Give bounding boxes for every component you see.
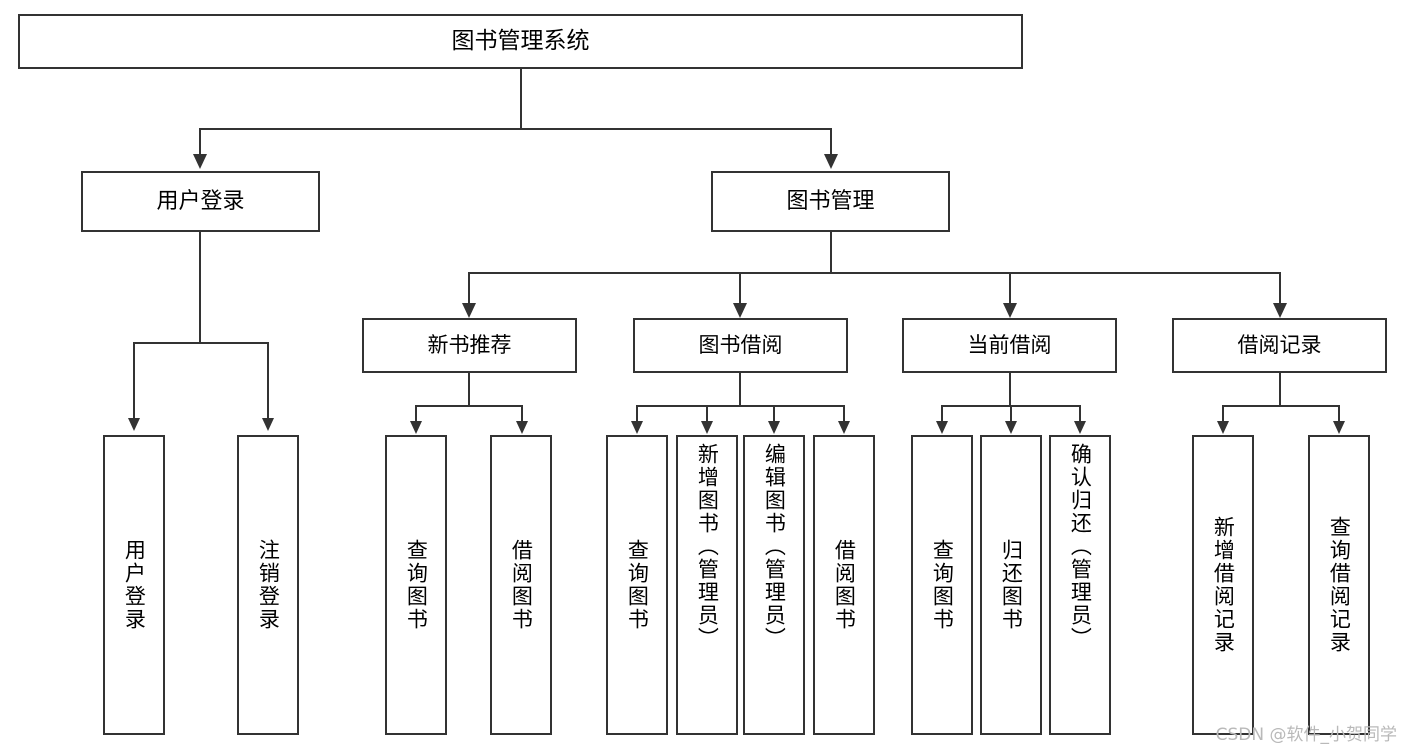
connector-drop-book-manage [830, 128, 832, 156]
leaf-bb-borrow-book[interactable]: 借阅图书 [813, 435, 875, 735]
node-label: 图书管理 [786, 188, 875, 214]
arrowhead-cb-query [936, 421, 948, 434]
leaf-label: 编辑图书（管理员） [762, 443, 787, 650]
arrowhead-new-book [462, 303, 476, 318]
leaf-br-add-record[interactable]: 新增借阅记录 [1192, 435, 1254, 735]
arrowhead-leaf-logout [262, 418, 274, 431]
connector-level2-bus [199, 128, 832, 130]
connector-root-stem [520, 69, 522, 128]
connector-new-book-stem [468, 373, 470, 405]
node-label: 图书借阅 [698, 333, 783, 358]
arrowhead-book-borrow [733, 303, 747, 318]
connector-borrow-record-stem [1279, 373, 1281, 405]
leaf-bb-query-book[interactable]: 查询图书 [606, 435, 668, 735]
connector-drop-br-query [1338, 405, 1340, 423]
node-root-system[interactable]: 图书管理系统 [18, 14, 1023, 69]
connector-drop-nb-query [415, 405, 417, 423]
leaf-bb-add-book-admin[interactable]: 新增图书（管理员） [676, 435, 738, 735]
connector-drop-cb-query [941, 405, 943, 423]
arrowhead-cb-confirm [1074, 421, 1086, 434]
connector-level3-bus [468, 272, 1281, 274]
connector-drop-bb-borrow [843, 405, 845, 423]
node-label: 图书管理系统 [451, 27, 590, 54]
connector-drop-leaf-user-login [133, 342, 135, 420]
leaf-logout[interactable]: 注销登录 [237, 435, 299, 735]
connector-current-borrow-stem [1009, 373, 1011, 405]
arrowhead-br-query [1333, 421, 1345, 434]
leaf-label: 注销登录 [256, 539, 281, 631]
arrowhead-bb-edit [768, 421, 780, 434]
leaf-user-login[interactable]: 用户登录 [103, 435, 165, 735]
connector-drop-new-book [468, 272, 470, 305]
arrowhead-bb-borrow [838, 421, 850, 434]
arrowhead-nb-borrow [516, 421, 528, 434]
connector-book-borrow-stem [739, 373, 741, 405]
connector-new-book-bus [415, 405, 522, 407]
leaf-cb-confirm-return-admin[interactable]: 确认归还（管理员） [1049, 435, 1111, 735]
leaf-nb-borrow-book[interactable]: 借阅图书 [490, 435, 552, 735]
leaf-nb-query-book[interactable]: 查询图书 [385, 435, 447, 735]
connector-drop-book-borrow [739, 272, 741, 305]
connector-drop-user-login [199, 128, 201, 156]
connector-user-login-stem [199, 232, 201, 342]
leaf-label: 用户登录 [122, 539, 147, 631]
leaf-bb-edit-book-admin[interactable]: 编辑图书（管理员） [743, 435, 805, 735]
connector-drop-borrow-record [1279, 272, 1281, 305]
arrowhead-bb-query [631, 421, 643, 434]
arrowhead-bb-add [701, 421, 713, 434]
connector-drop-bb-query [636, 405, 638, 423]
leaf-label: 归还图书 [999, 539, 1024, 631]
connector-drop-nb-borrow [521, 405, 523, 423]
connector-book-borrow-bus [636, 405, 844, 407]
arrowhead-br-add [1217, 421, 1229, 434]
connector-drop-bb-edit [773, 405, 775, 423]
leaf-label: 借阅图书 [832, 539, 857, 631]
connector-user-login-bus [133, 342, 267, 344]
connector-drop-leaf-logout [267, 342, 269, 420]
node-label: 用户登录 [156, 188, 245, 214]
arrowhead-nb-query [410, 421, 422, 434]
arrowhead-borrow-record [1273, 303, 1287, 318]
connector-drop-bb-add [706, 405, 708, 423]
leaf-label: 借阅图书 [509, 539, 534, 631]
node-book-management[interactable]: 图书管理 [711, 171, 950, 232]
connector-drop-current-borrow [1009, 272, 1011, 305]
node-label: 新书推荐 [427, 333, 512, 358]
connector-borrow-record-bus [1222, 405, 1339, 407]
leaf-label: 新增借阅记录 [1211, 516, 1236, 654]
arrowhead-leaf-user-login [128, 418, 140, 431]
leaf-label: 查询图书 [930, 539, 955, 631]
arrowhead-current-borrow [1003, 303, 1017, 318]
connector-drop-br-add [1222, 405, 1224, 423]
leaf-label: 查询借阅记录 [1327, 516, 1352, 654]
leaf-label: 确认归还（管理员） [1068, 443, 1093, 650]
node-borrow-record[interactable]: 借阅记录 [1172, 318, 1387, 373]
node-current-borrow[interactable]: 当前借阅 [902, 318, 1117, 373]
connector-book-manage-stem [830, 232, 832, 272]
leaf-cb-return-book[interactable]: 归还图书 [980, 435, 1042, 735]
leaf-br-query-record[interactable]: 查询借阅记录 [1308, 435, 1370, 735]
leaf-label: 查询图书 [404, 539, 429, 631]
node-label: 当前借阅 [967, 333, 1052, 358]
arrowhead-user-login [193, 154, 207, 169]
node-new-book-recommend[interactable]: 新书推荐 [362, 318, 577, 373]
node-user-login[interactable]: 用户登录 [81, 171, 320, 232]
leaf-label: 新增图书（管理员） [695, 443, 720, 650]
leaf-label: 查询图书 [625, 539, 650, 631]
connector-drop-cb-confirm [1079, 405, 1081, 423]
node-label: 借阅记录 [1237, 333, 1322, 358]
leaf-cb-query-book[interactable]: 查询图书 [911, 435, 973, 735]
arrowhead-cb-return [1005, 421, 1017, 434]
arrowhead-book-manage [824, 154, 838, 169]
node-book-borrow[interactable]: 图书借阅 [633, 318, 848, 373]
connector-drop-cb-return [1010, 405, 1012, 423]
